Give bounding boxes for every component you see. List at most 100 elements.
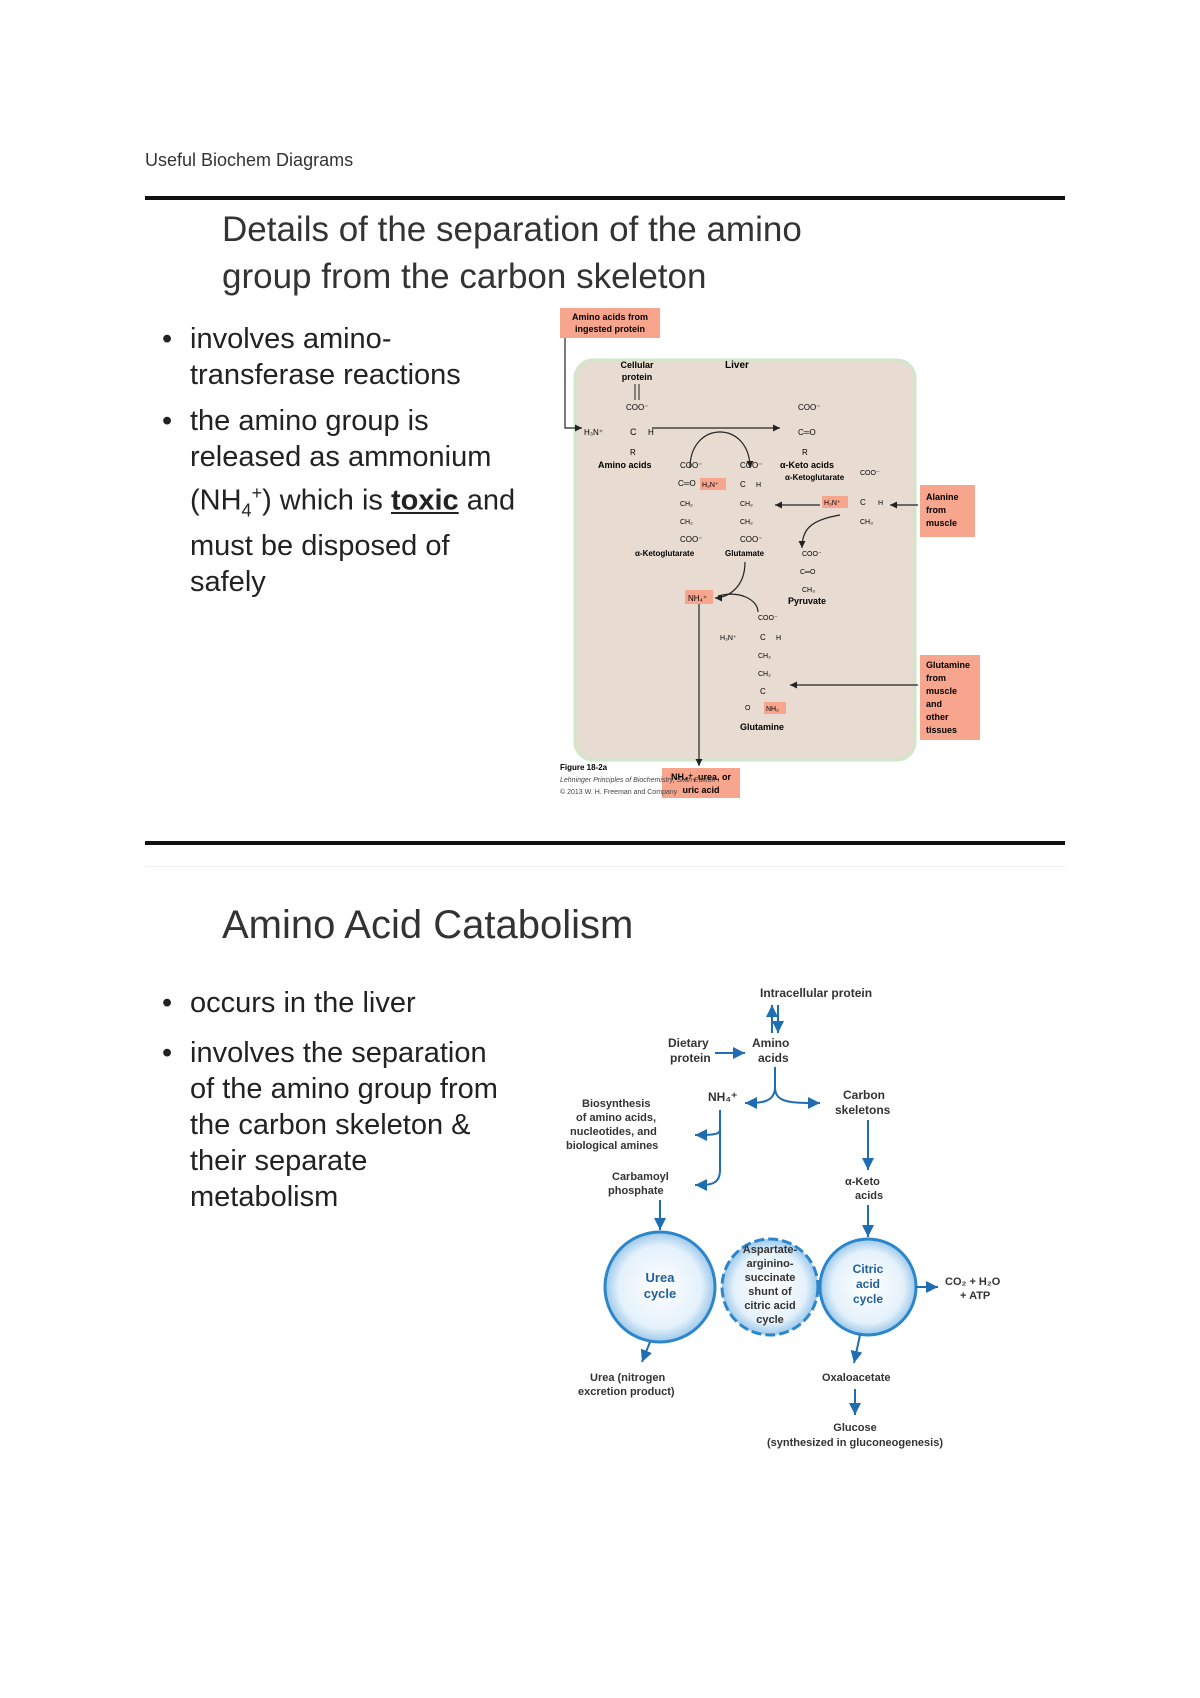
aa-h3n: H₃N⁺ bbox=[584, 428, 603, 437]
keto-acids-label: α-Keto acids bbox=[780, 460, 834, 470]
oxaloacetate-label: Oxaloacetate bbox=[822, 1372, 890, 1384]
amino-acids-label: Amino acids bbox=[598, 460, 652, 470]
glu-h: H bbox=[756, 482, 761, 489]
slide1-bullet-1-line1: involves amino- bbox=[190, 323, 392, 355]
nh4-highlight bbox=[685, 590, 713, 604]
aketo-acids-label-2: acids bbox=[855, 1190, 883, 1202]
slide2-bullet-2-line4: their separate bbox=[190, 1145, 368, 1177]
gln-nh2: NH₂ bbox=[766, 706, 779, 713]
slide2-bullet-2-line1: involves the separation bbox=[190, 1037, 487, 1069]
ammonium-after: ) which is bbox=[262, 484, 391, 517]
urea-out-arrow bbox=[640, 1341, 653, 1363]
cellular-protein-label-2: protein bbox=[622, 372, 653, 382]
slide1-bullet-2: the amino group is released as ammonium … bbox=[160, 403, 560, 600]
urea-cycle-label-1: Urea bbox=[646, 1270, 676, 1285]
co2-label-1: CO₂ + H₂O bbox=[945, 1276, 1001, 1288]
slide1-bullet-list: involves amino- transferase reactions th… bbox=[160, 321, 560, 610]
shunt-label-2: argininо- bbox=[746, 1258, 793, 1270]
slide2-bullet-1-line1: occurs in the liver bbox=[190, 987, 416, 1019]
alanine-box bbox=[920, 485, 975, 537]
biosynthesis-label-4: biological amines bbox=[566, 1140, 658, 1152]
aa-c: C bbox=[630, 427, 637, 437]
akg-ch2-a: CH₂ bbox=[680, 501, 693, 508]
glutamine-tissue-label-4: and bbox=[926, 699, 942, 709]
aketo-acids-label-1: α-Keto bbox=[845, 1176, 880, 1188]
ingested-amino-label-2: ingested protein bbox=[575, 324, 645, 334]
alanine-label-1: Alanine bbox=[926, 492, 959, 502]
slide2-bullet-2: involves the separation of the amino gro… bbox=[160, 1035, 560, 1215]
ala-h3n: H₃N⁺ bbox=[824, 500, 841, 507]
transamination-arc bbox=[689, 431, 754, 469]
biosynthesis-label-1: Biosynthesis bbox=[582, 1098, 650, 1110]
ingested-arrow bbox=[564, 338, 582, 432]
carbamoyl-phosphate-label-2: phosphate bbox=[608, 1185, 664, 1197]
ala-c: C bbox=[860, 498, 866, 507]
slide1-bullet-2-line1: the amino group is bbox=[190, 405, 429, 437]
cellular-protein-label-1: Cellular bbox=[620, 360, 654, 370]
dietary-protein-label-1: Dietary bbox=[668, 1036, 709, 1050]
pyr-co: C═O bbox=[800, 569, 816, 576]
slide1-bullet-2-line4: must be disposed of bbox=[190, 530, 450, 563]
shunt-label-5: citric acid bbox=[744, 1300, 795, 1312]
glutamine-label: Glutamine bbox=[740, 722, 784, 732]
keto-r: R bbox=[802, 448, 808, 457]
glu-coo-b: COO⁻ bbox=[740, 535, 762, 544]
akg-co: C═O bbox=[678, 479, 696, 488]
ala-ch3: CH₃ bbox=[860, 519, 873, 526]
pyr-ch3: CH₃ bbox=[802, 587, 815, 594]
gln-h: H bbox=[776, 635, 781, 642]
pyruvate-label: Pyruvate bbox=[788, 596, 826, 606]
glutamine-tissue-box bbox=[920, 655, 980, 740]
gln-nh2-highlight bbox=[764, 702, 786, 714]
amino-acids-label-1: Amino bbox=[752, 1036, 789, 1050]
glutamine-tissue-label-1: Glutamine bbox=[926, 660, 970, 670]
gln-ch2-b: CH₂ bbox=[758, 671, 771, 678]
transamination-figure: Amino acids from ingested protein Alanin… bbox=[560, 308, 980, 798]
glu-to-nh4-arc bbox=[714, 561, 746, 602]
slide1-title: Details of the separation of the amino g… bbox=[222, 206, 802, 300]
aketoglutarate-bottom-label: α-Ketoglutarate bbox=[635, 549, 695, 558]
ammonium-open: (NH bbox=[190, 484, 242, 517]
gln-h3n: H₃N⁺ bbox=[720, 635, 737, 642]
carbon-skeletons-label-2: skeletons bbox=[835, 1103, 891, 1117]
slide2-bullet-1: occurs in the liver bbox=[160, 985, 560, 1021]
urea-cycle bbox=[603, 1230, 717, 1344]
liver-compartment bbox=[573, 358, 917, 762]
aa-r: R bbox=[630, 448, 636, 457]
nh4-down-arrow bbox=[694, 1110, 721, 1191]
aa-h: H bbox=[648, 428, 654, 437]
slide1-title-line1: Details of the separation of the amino bbox=[222, 210, 802, 249]
ingested-amino-box bbox=[560, 308, 660, 338]
ammonium-subscript: 4 bbox=[241, 500, 252, 521]
slide1-bullet-1-line2: transferase reactions bbox=[190, 359, 461, 391]
slide1-bottom-rule bbox=[145, 841, 1065, 845]
alanine-label-3: muscle bbox=[926, 518, 957, 528]
amino-split-arrow-right bbox=[774, 1086, 821, 1109]
biosynthesis-label-2: of amino acids, bbox=[576, 1112, 656, 1124]
slide1-bullet-2-line2: released as ammonium bbox=[190, 441, 492, 473]
ammonium-superscript: + bbox=[251, 483, 263, 503]
glu-coo: COO⁻ bbox=[740, 461, 762, 470]
amino-split-arrow bbox=[744, 1067, 776, 1109]
slide1-bullet-2-line3: (NH4+) which is toxic and bbox=[190, 475, 560, 528]
slide2-bullet-2-line5: metabolism bbox=[190, 1181, 339, 1213]
carbon-skeletons-label-1: Carbon bbox=[843, 1088, 885, 1102]
slide1-bullet-1: involves amino- transferase reactions bbox=[160, 321, 560, 393]
pyr-coo: COO⁻ bbox=[802, 551, 822, 558]
urea-label-2: excretion product) bbox=[578, 1386, 675, 1398]
glutamine-tissue-label-5: other bbox=[926, 712, 949, 722]
gln-coo: COO⁻ bbox=[758, 615, 778, 622]
dietary-protein-label-2: protein bbox=[670, 1051, 711, 1065]
product-box bbox=[662, 768, 740, 798]
slide2-bullet-2-line3: the carbon skeleton & bbox=[190, 1109, 471, 1141]
slide2-bullet-2-line2: of the amino group from bbox=[190, 1073, 498, 1105]
akg-ch2-b: CH₂ bbox=[680, 519, 693, 526]
glucose-label-1: Glucose bbox=[833, 1422, 876, 1434]
citric-label-1: Citric bbox=[853, 1262, 884, 1276]
product-label-2: uric acid bbox=[682, 785, 719, 795]
keto-co: C═O bbox=[798, 428, 816, 437]
glucose-label-2: (synthesized in gluconeogenesis) bbox=[767, 1437, 943, 1449]
glutamine-tissue-label-3: muscle bbox=[926, 686, 957, 696]
shunt-label-6: cycle bbox=[756, 1314, 784, 1326]
slide2-title: Amino Acid Catabolism bbox=[222, 903, 634, 947]
